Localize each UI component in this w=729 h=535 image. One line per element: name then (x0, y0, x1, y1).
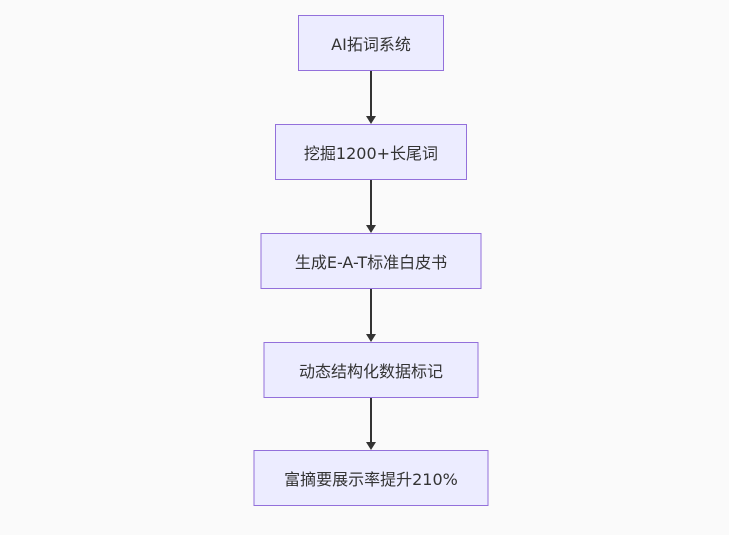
arrow-line (370, 71, 372, 116)
arrowhead-down-icon (366, 225, 376, 233)
arrow-line (370, 289, 372, 334)
flowchart-arrow-2 (365, 180, 377, 233)
flowchart-node-eat-whitepaper: 生成E-A-T标准白皮书 (260, 233, 482, 289)
node-label: AI拓词系统 (331, 35, 411, 54)
flowchart-node-longtail-keywords: 挖掘1200+长尾词 (275, 124, 467, 180)
arrowhead-down-icon (366, 442, 376, 450)
flowchart-arrow-1 (365, 71, 377, 124)
node-label: 动态结构化数据标记 (298, 362, 443, 381)
flowchart-node-structured-data: 动态结构化数据标记 (263, 342, 479, 398)
node-label: 富摘要展示率提升210% (284, 470, 458, 489)
arrowhead-down-icon (366, 334, 376, 342)
flowchart-arrow-4 (365, 398, 377, 450)
node-label: 生成E-A-T标准白皮书 (294, 253, 448, 272)
arrow-line (370, 398, 372, 442)
flowchart-arrow-3 (365, 289, 377, 342)
arrowhead-down-icon (366, 116, 376, 124)
flowchart-node-rich-snippet-result: 富摘要展示率提升210% (253, 450, 489, 506)
arrow-line (370, 180, 372, 225)
flowchart-node-ai-word-expansion: AI拓词系统 (298, 15, 444, 71)
node-label: 挖掘1200+长尾词 (303, 144, 439, 163)
